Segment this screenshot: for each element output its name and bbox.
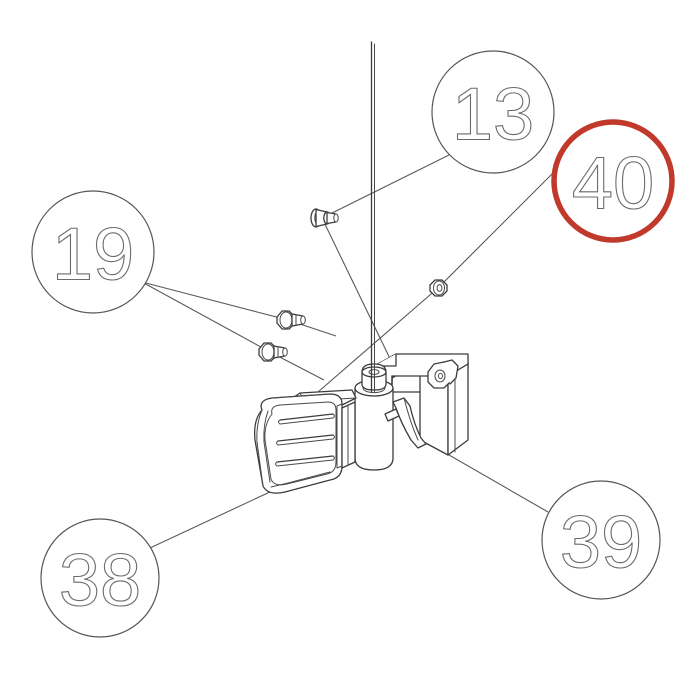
spring-clip	[427, 359, 459, 389]
callout-19[interactable]: 19	[31, 190, 155, 314]
hex-bolt-upper-19	[276, 310, 306, 330]
callout-38-label: 38	[59, 539, 141, 622]
callout-19-ring[interactable]	[31, 190, 155, 314]
leader-line-13-assembly	[321, 217, 397, 372]
pedal-pad-ribs	[275, 413, 335, 467]
leader-line-40	[437, 169, 557, 289]
leader-line-19-upper	[141, 281, 289, 321]
lever-arm	[384, 397, 427, 449]
leader-line-38	[149, 490, 273, 549]
callout-40-ring[interactable]	[551, 119, 675, 243]
callout-39[interactable]: 39	[541, 480, 661, 600]
callout-13-ring[interactable]	[431, 50, 555, 174]
callout-40-label: 40	[572, 142, 654, 225]
pedal-pad	[254, 393, 343, 494]
vertical-control-rod	[370, 41, 375, 373]
callout-38[interactable]: 38	[40, 518, 160, 638]
callout-13[interactable]: 13	[431, 50, 555, 174]
callout-40[interactable]: 40	[551, 119, 675, 243]
callout-39-label: 39	[560, 501, 642, 584]
callout-13-label: 13	[452, 73, 534, 156]
leader-line-19-lower	[141, 281, 271, 353]
leader-line-40-assembly	[317, 287, 439, 393]
callout-group: 13 40 19 38 39	[31, 50, 675, 638]
pedal-hub-cylinder	[354, 363, 394, 471]
hex-nut-40	[429, 279, 448, 297]
hex-bolt-lower-19	[258, 342, 288, 362]
shoulder-bolt-13	[310, 208, 339, 228]
callout-19-label: 19	[52, 213, 134, 296]
callout-39-ring[interactable]	[541, 480, 661, 600]
pad-hub-connector	[341, 401, 356, 469]
callout-38-ring[interactable]	[40, 518, 160, 638]
leader-line-13	[321, 154, 450, 219]
